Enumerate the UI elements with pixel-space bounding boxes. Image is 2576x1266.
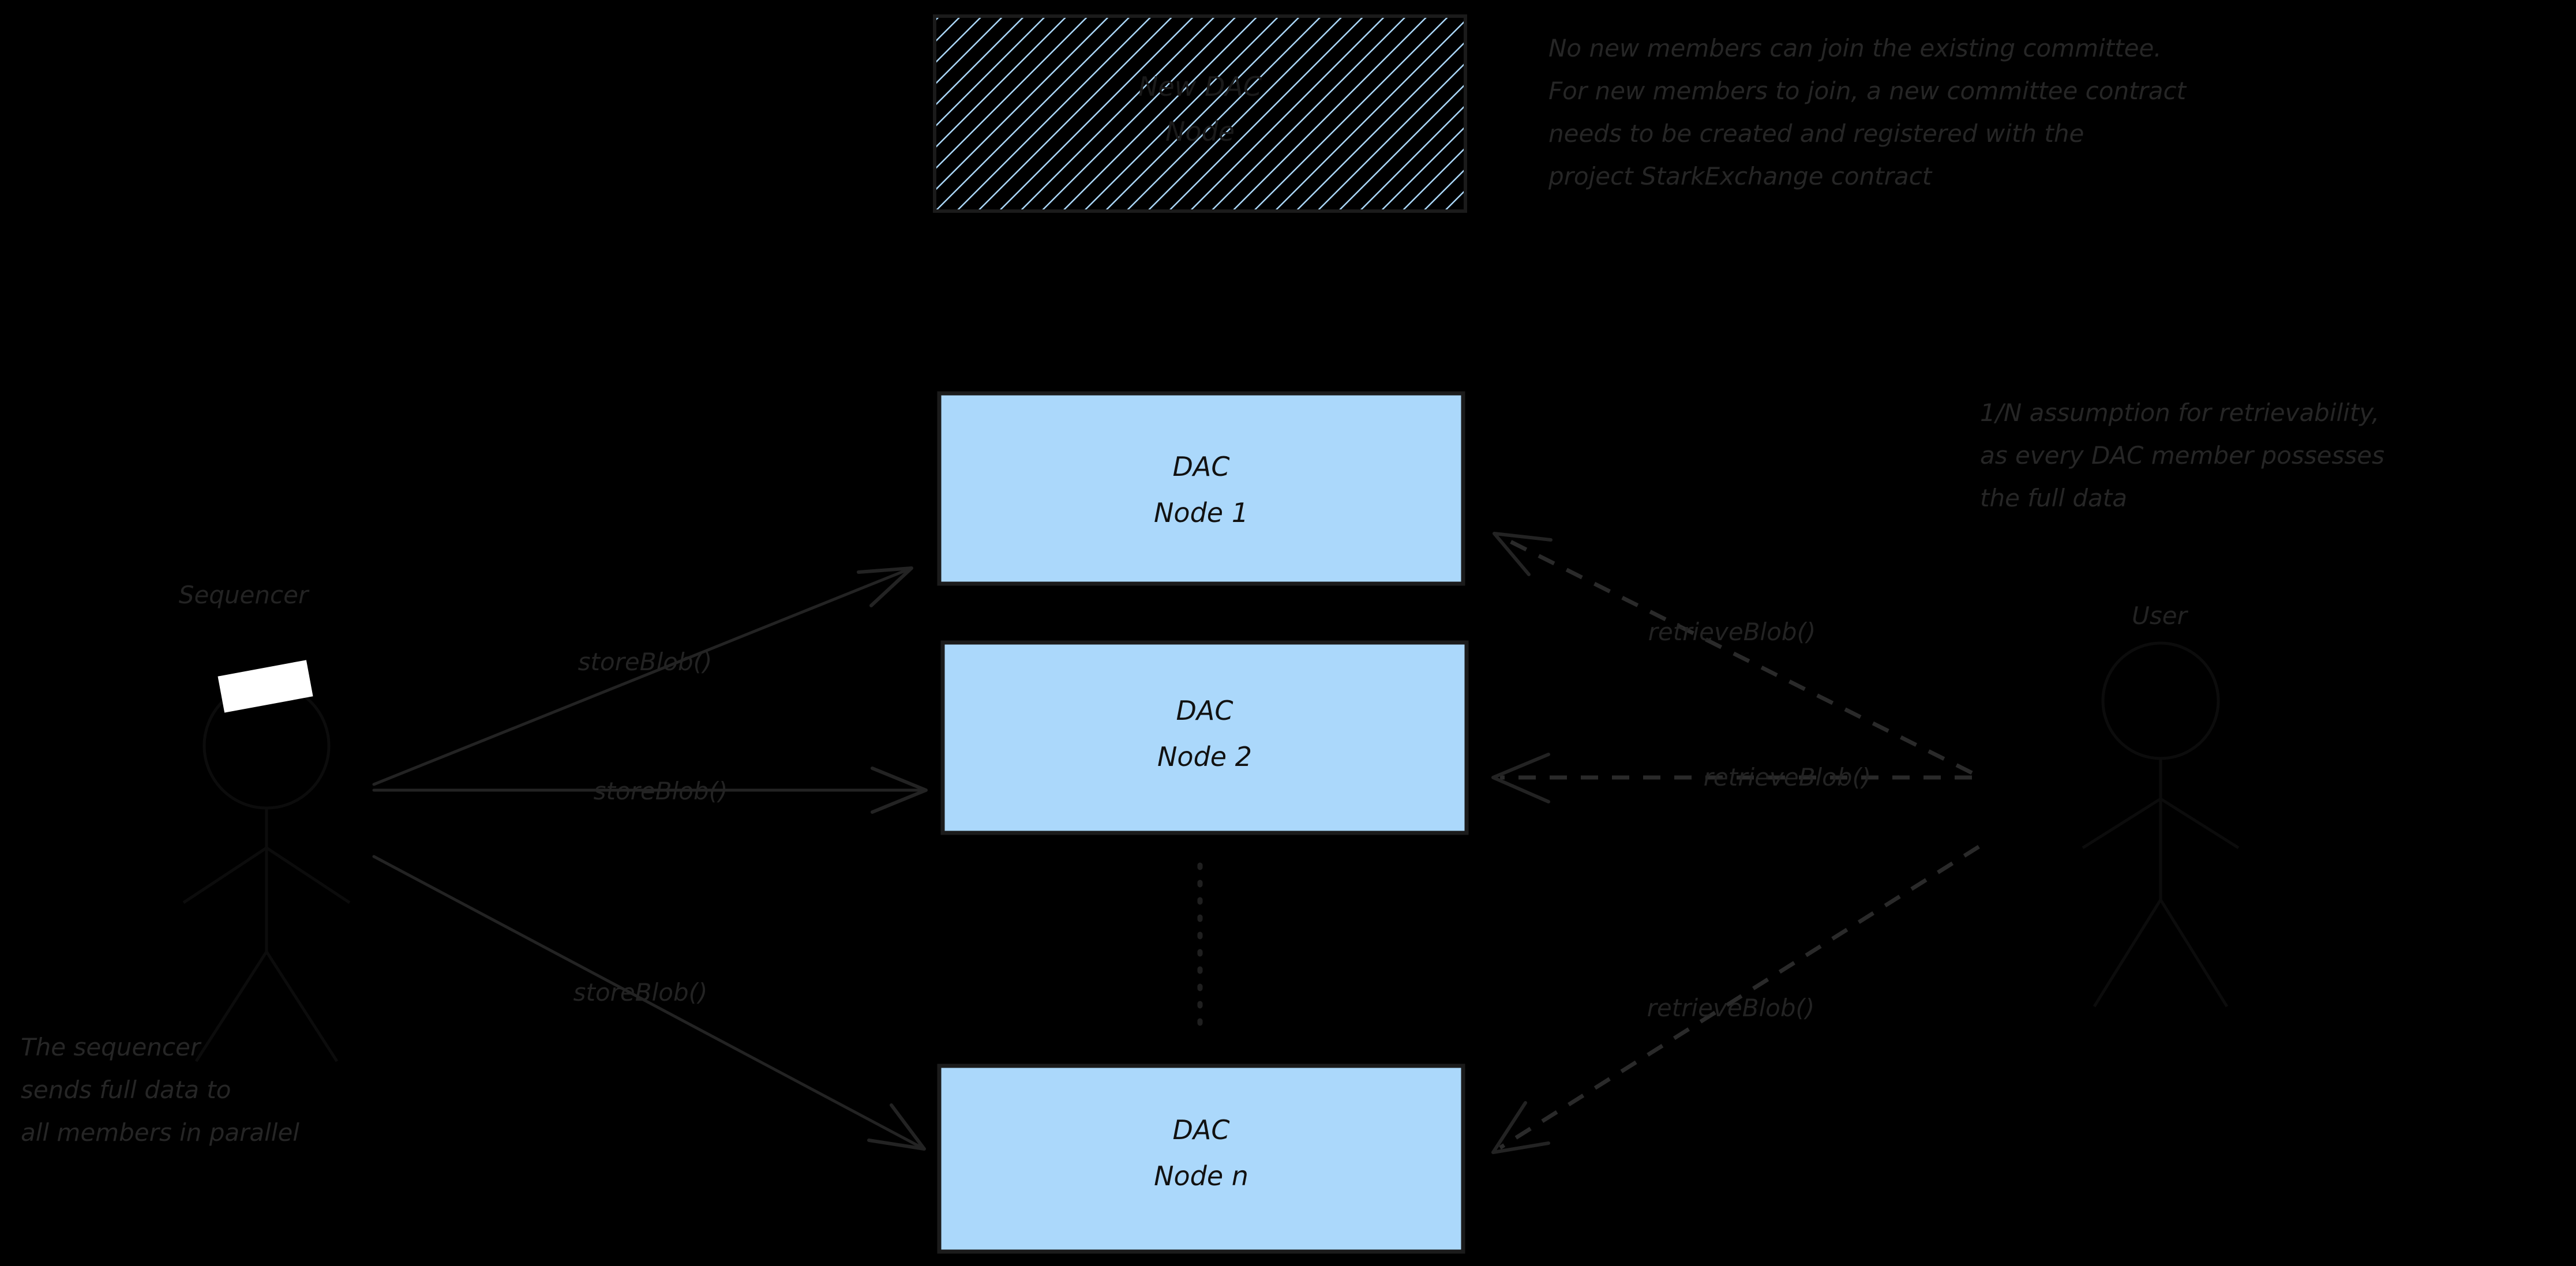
dac-node-n[interactable]: DAC Node n — [937, 1064, 1465, 1254]
annotation-bottom-left: The sequencer sends full data to all mem… — [21, 1033, 299, 1147]
retrieve-blob-edge-2[interactable]: retrieveBlob() — [1491, 753, 1972, 803]
dac-node-1[interactable]: DAC Node 1 — [937, 391, 1465, 586]
annotation-bottom-left-line-2: sends full data to — [21, 1076, 231, 1104]
annotation-right-line-2: as every DAC member possesses — [1980, 441, 2384, 469]
retrieve-blob-label-3: retrieveBlob() — [1647, 994, 1815, 1022]
new-dac-node-rect — [933, 14, 1467, 213]
annotation-top-right-line-1: No new members can join the existing com… — [1548, 34, 2162, 62]
dac-node-2[interactable]: DAC Node 2 — [940, 640, 1469, 835]
dac-node-1-label-line1: DAC — [1172, 451, 1229, 482]
annotation-bottom-left-line-3: all members in parallel — [21, 1118, 299, 1147]
dac-node-2-rect — [940, 640, 1469, 835]
annotation-top-right-line-4: project StarkExchange contract — [1548, 162, 1933, 190]
store-blob-edge-3[interactable]: storeBlob() — [372, 855, 926, 1151]
new-dac-node-label-line2: Node — [1165, 116, 1235, 147]
user-stick-figure-icon — [2082, 641, 2240, 1008]
sequencer-highlight-slab — [218, 660, 313, 713]
annotation-right-line-3: the full data — [1980, 484, 2127, 512]
store-blob-edge-1[interactable]: storeBlob() — [372, 566, 913, 786]
store-blob-label-1: storeBlob() — [578, 648, 713, 676]
store-blob-edge-2[interactable]: storeBlob() — [372, 767, 928, 814]
retrieve-blob-label-2: retrieveBlob() — [1704, 763, 1872, 791]
annotation-top-right-line-3: needs to be created and registered with … — [1548, 119, 2084, 148]
dac-node-1-label-line2: Node 1 — [1154, 497, 1248, 528]
annotation-right: 1/N assumption for retrievability, as ev… — [1980, 399, 2384, 512]
annotation-right-line-1: 1/N assumption for retrievability, — [1980, 399, 2379, 427]
sequencer-label: Sequencer — [179, 581, 310, 609]
annotation-top-right: No new members can join the existing com… — [1548, 34, 2187, 190]
dac-node-n-label-line2: Node n — [1154, 1160, 1248, 1192]
annotation-bottom-left-line-1: The sequencer — [21, 1033, 202, 1061]
annotation-top-right-line-2: For new members to join, a new committee… — [1548, 77, 2187, 105]
retrieve-blob-edge-1[interactable]: retrieveBlob() — [1493, 532, 1973, 775]
store-blob-label-2: storeBlob() — [594, 777, 728, 805]
user-actor[interactable]: User — [2082, 602, 2240, 1008]
dac-node-n-rect — [937, 1064, 1465, 1254]
dac-node-1-rect — [937, 391, 1465, 586]
sequencer-stick-figure-icon — [182, 682, 351, 1062]
dac-node-2-label-line2: Node 2 — [1157, 741, 1252, 772]
store-blob-label-3: storeBlob() — [573, 978, 708, 1006]
new-dac-node-label-line1: New DAC — [1138, 71, 1262, 102]
sequencer-actor[interactable]: Sequencer — [179, 581, 351, 1062]
dac-node-2-label-line1: DAC — [1176, 695, 1233, 726]
new-dac-node-box[interactable]: New DAC Node — [933, 14, 1467, 213]
dac-node-n-label-line1: DAC — [1172, 1114, 1229, 1145]
retrieve-blob-edge-3[interactable]: retrieveBlob() — [1491, 845, 1980, 1154]
user-label: User — [2132, 602, 2188, 630]
retrieve-blob-label-1: retrieveBlob() — [1648, 618, 1816, 646]
